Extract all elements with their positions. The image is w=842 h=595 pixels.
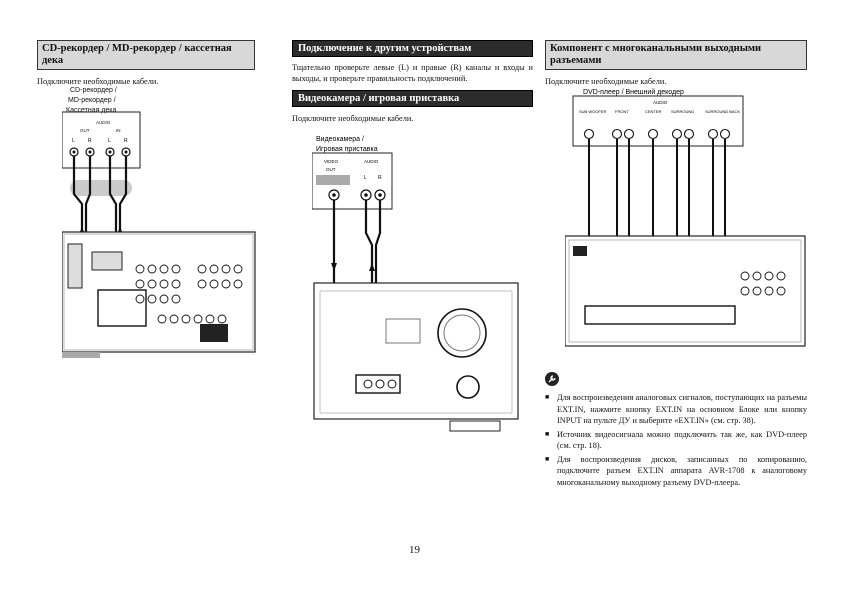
cd-device-label-3: Кассетная дека: [66, 107, 117, 114]
cd-audio-label: AUDIO: [96, 120, 111, 125]
notes-block: Для воспроизведения аналоговых сигналов,…: [545, 371, 807, 490]
note-item: Источник видеосигнала можно подключить т…: [545, 429, 807, 452]
dvd-device-label: DVD-плеер / Внешний декодер: [583, 88, 684, 96]
dvd-audio-label: AUDIO: [653, 100, 668, 105]
left-column: CD-рекордер / MD-рекордер / кассетная де…: [37, 40, 255, 87]
note-item: Для воспроизведения дисков, записанных п…: [545, 454, 807, 489]
left-intro: Подключите необходимые кабели.: [37, 77, 159, 86]
dvd-surround-label: SURROUND: [671, 109, 694, 114]
dvd-center-label: CENTER: [645, 109, 662, 114]
dvd-front-label: FRONT: [615, 109, 629, 114]
section-header-multichannel: Компонент с многоканальными выходными ра…: [545, 40, 807, 70]
cam-device-label-1: Видеокамера /: [316, 136, 364, 143]
section-header-camcorder: Видеокамера / игровая приставка: [292, 90, 533, 107]
section-header-cd-recorder: CD-рекордер / MD-рекордер / кассетная де…: [37, 40, 255, 70]
cd-r-label-2: R: [124, 138, 128, 144]
lr-warning: Тщательно проверьте левые (L) и правые (…: [292, 63, 533, 83]
cam-r-label: R: [378, 175, 382, 181]
cam-audio-label: AUDIO: [364, 159, 379, 164]
cd-device-label-1: CD-рекордер /: [70, 87, 117, 94]
cam-device-label-2: Игровая приставка: [316, 146, 378, 153]
note-item: Для воспроизведения аналоговых сигналов,…: [545, 392, 807, 427]
dvd-surback-label: SURROUND BACK: [705, 109, 740, 114]
cd-l-label-1: L: [72, 138, 75, 144]
cd-in-label: IN: [116, 128, 121, 133]
cam-out-label: OUT: [326, 167, 336, 172]
middle-intro: Подключите необходимые кабели.: [292, 114, 414, 123]
page-number: 19: [409, 544, 420, 556]
dvd-multichannel-diagram: DVD-плеер / Внешний декодер AUDIO SUB WO…: [565, 86, 810, 356]
camcorder-diagram: Видеокамера / Игровая приставка VIDEO AU…: [312, 133, 522, 435]
cd-recorder-diagram: CD-рекордер / MD-рекордер / Кассетная де…: [62, 84, 257, 369]
cam-l-label: L: [364, 175, 367, 181]
middle-column: Подключение к другим устройствам Тщатель…: [292, 40, 533, 124]
cd-out-label: OUT: [80, 128, 90, 133]
right-intro: Подключите необходимые кабели.: [545, 77, 667, 86]
cd-l-label-2: L: [108, 138, 111, 144]
section-header-connect-other: Подключение к другим устройствам: [292, 40, 533, 57]
cam-video-label: VIDEO: [324, 159, 339, 164]
cd-r-label-1: R: [88, 138, 92, 144]
right-column: Компонент с многоканальными выходными ра…: [545, 40, 807, 87]
cd-device-label-2: MD-рекордер /: [68, 97, 116, 104]
note-wrench-icon: [545, 372, 559, 386]
dvd-sub-label: SUB WOOFER: [579, 109, 606, 114]
